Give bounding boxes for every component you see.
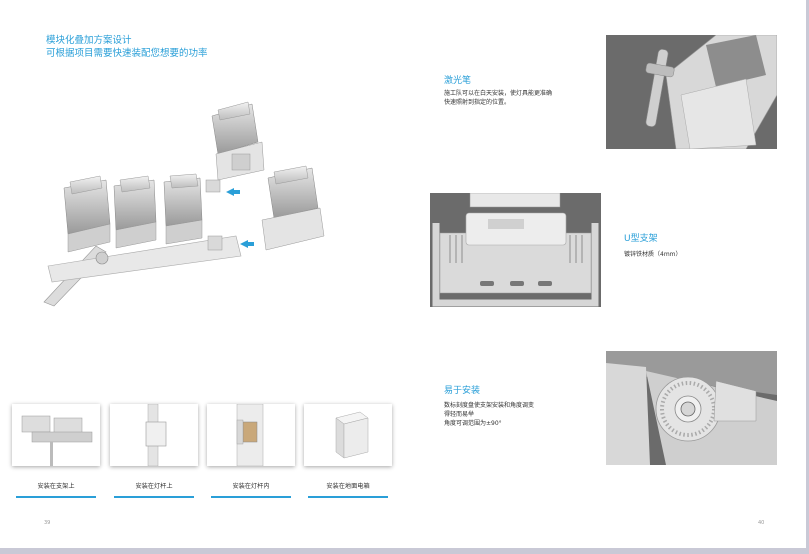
- page-number-right: 40: [758, 520, 765, 526]
- install-label-bracket: 安装在支架上: [37, 483, 75, 490]
- install-label-ground-box: 安装在地面电箱: [326, 483, 370, 490]
- install-card-ground-box: [304, 404, 392, 466]
- install-label-pole-mount: 安装在灯杆上: [135, 483, 173, 490]
- feature-install-desc: 数标刻度盘使支架安装和角度调变 得轻而易举 角度可调范围为±90°: [444, 401, 534, 428]
- feature-install-title: 易于安装: [444, 386, 481, 396]
- page-edge-right: [806, 0, 809, 554]
- angle-dial-photo: [606, 351, 777, 465]
- feature-laser-desc-line1: 施工队可以在白天安装，使灯具能更准确: [444, 90, 553, 97]
- assembly-arrow-2: [240, 240, 254, 248]
- install-underline-2: [114, 496, 194, 498]
- page-edge-bottom: [0, 548, 809, 554]
- lamp-module-right: [261, 165, 325, 251]
- feature-install-desc-line2: 得轻而易举: [444, 411, 475, 418]
- feature-install-desc-line1: 数标刻度盘使支架安装和角度调变: [444, 402, 535, 409]
- heading-line-2: 可根据项目需要快速装配您想要的功率: [46, 48, 208, 59]
- install-card-bracket: [12, 404, 100, 466]
- heading-line-1: 模块化叠加方案设计: [46, 35, 132, 46]
- lamp-module-top: [211, 101, 265, 181]
- lamp-module-2: [113, 175, 157, 249]
- lamp-module-3: [163, 173, 203, 245]
- feature-bracket-title: U型支架: [624, 234, 658, 244]
- install-underline-4: [308, 496, 388, 498]
- feature-laser-desc-line2: 快速照射到指定的位置。: [444, 99, 511, 106]
- install-label-inside-pole: 安装在灯杆内: [232, 483, 270, 490]
- assembly-arrow-1: [226, 188, 240, 196]
- modular-lamp-illustration: [43, 101, 325, 307]
- section-heading: 模块化叠加方案设计 可根据项目需要快速装配您想要的功率: [46, 34, 208, 60]
- feature-laser-title: 激光笔: [444, 76, 472, 86]
- u-bracket-photo: [430, 193, 601, 307]
- feature-laser-desc: 施工队可以在白天安装，使灯具能更准确 快速照射到指定的位置。: [444, 89, 552, 107]
- install-card-inside-pole: [207, 404, 295, 466]
- laser-pointer-photo: [606, 35, 777, 149]
- install-underline-3: [211, 496, 291, 498]
- feature-bracket-desc: 镀锌铁材质（4mm）: [624, 251, 682, 258]
- install-underline-1: [16, 496, 96, 498]
- install-card-pole-mount: [110, 404, 198, 466]
- lamp-module-1: [63, 175, 111, 253]
- page-number-left: 39: [44, 520, 51, 526]
- feature-install-desc-line3: 角度可调范围为±90°: [444, 420, 502, 427]
